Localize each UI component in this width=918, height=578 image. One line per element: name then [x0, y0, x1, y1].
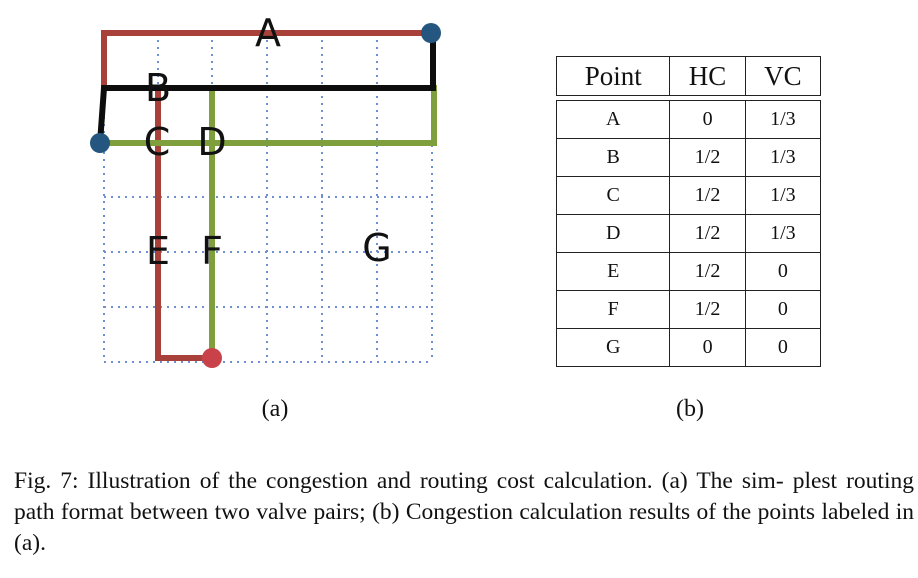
valve-node-top-right	[421, 23, 441, 43]
table-header-row: Point HC VC	[555, 56, 822, 96]
column-header-vc: VC	[744, 56, 822, 96]
table-cell: D	[555, 214, 671, 253]
table-row: A 0 1/3	[555, 100, 822, 139]
valve-node-bottom	[202, 348, 222, 368]
subfigure-b-label: (b)	[676, 396, 704, 422]
red-path	[101, 30, 431, 88]
table-row: D 1/2 1/3	[555, 214, 822, 253]
point-label-c: C	[143, 120, 171, 164]
table-cell: 1/2	[669, 214, 746, 253]
table-cell: 1/2	[669, 176, 746, 215]
black-path	[97, 33, 436, 144]
red-path-vertical	[155, 90, 212, 361]
table-cell: 0	[744, 290, 822, 329]
column-header-hc: HC	[669, 56, 746, 96]
point-label-f: F	[201, 229, 223, 273]
table-cell: 1/2	[669, 252, 746, 291]
congestion-table: Point HC VC A 0 1/3 B 1/2 1/3 C 1/2 1/3 …	[555, 56, 822, 367]
table-row: C 1/2 1/3	[555, 176, 822, 215]
table-cell: 0	[669, 328, 746, 367]
table-row: F 1/2 0	[555, 290, 822, 329]
table-cell: 1/3	[744, 100, 822, 139]
figure-caption: Fig. 7: Illustration of the congestion a…	[14, 468, 914, 556]
table-cell: 1/3	[744, 214, 822, 253]
routing-diagram	[90, 23, 441, 368]
table-cell: F	[555, 290, 671, 329]
point-label-e: E	[145, 229, 171, 273]
table-row: B 1/2 1/3	[555, 138, 822, 177]
table-cell: 0	[669, 100, 746, 139]
point-label-b: B	[144, 66, 172, 110]
table-cell: C	[555, 176, 671, 215]
point-label-d: D	[197, 120, 227, 164]
table-cell: E	[555, 252, 671, 291]
table-cell: B	[555, 138, 671, 177]
point-label-g: G	[362, 226, 392, 270]
table-row: E 1/2 0	[555, 252, 822, 291]
table-cell: A	[555, 100, 671, 139]
table-cell: 1/3	[744, 176, 822, 215]
table-cell: 0	[744, 328, 822, 367]
column-header-point: Point	[555, 56, 671, 96]
table-cell: 1/2	[669, 138, 746, 177]
point-label-a: A	[255, 11, 281, 55]
table-row: G 0 0	[555, 328, 822, 367]
table-cell: 1/3	[744, 138, 822, 177]
table-cell: G	[555, 328, 671, 367]
valve-node-left	[90, 133, 110, 153]
subfigure-a-label: (a)	[261, 396, 289, 422]
table-cell: 1/2	[669, 290, 746, 329]
table-cell: 0	[744, 252, 822, 291]
